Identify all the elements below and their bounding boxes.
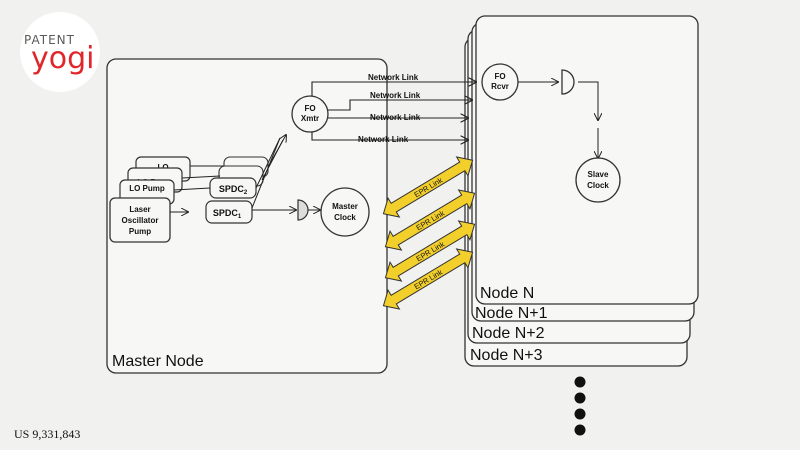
master-clock-line1: Master [332,202,358,211]
spdc-2-label: SPDC2 [219,184,248,196]
spdc-1-box [205,200,253,224]
laser-pump-line1: Laser [129,205,150,214]
laser-pump-line3: Pump [129,227,151,236]
node-n2-label: Node N+2 [472,325,545,342]
laser-pump-box [109,197,171,243]
laser-pump-line2: Oscillator [122,216,159,225]
fo-xmtr-line2: Xmtr [301,114,319,123]
network-link-label-1: Network Link [368,73,419,82]
node-n-box [475,15,699,305]
lo-pump-label-lower: LO Pump [129,184,165,193]
slave-detector-icon [561,69,575,95]
network-link-label-2: Network Link [370,91,421,100]
epr-arrow-4 [382,248,474,310]
slave-clock-line2: Clock [587,181,609,190]
lo-stack: LO LO Pump LO Pump Laser Oscillator Pump [109,156,191,243]
logo-text-yogi: yogi [31,41,95,76]
network-link-lines [311,82,476,140]
slave-clock-circle [575,157,621,203]
epr-arrow-3 [384,220,476,282]
network-link-label-3: Network Link [370,113,421,122]
master-node-label: Master Node [112,353,204,370]
network-link-label-4: Network Link [358,135,409,144]
epr-arrow-1 [382,156,474,218]
node-n1-label: Node N+1 [475,305,548,322]
node-signal-lines [518,82,598,158]
epr-arrow-2 [384,189,476,251]
fo-xmtr-circle [291,95,329,133]
slave-clock-line1: Slave [588,170,609,179]
spdc-1-label: SPDC1 [213,208,242,220]
master-detector-icon [297,199,309,221]
patentyogi-logo: PATENT yogi [6,6,116,96]
master-clock-circle [320,187,370,237]
lo-to-spdc-lines [170,165,224,212]
continuation-dots [574,376,586,436]
patent-number: US 9,331,843 [14,427,81,441]
logo-text-patent: PATENT [24,33,75,47]
master-clock-line2: Clock [334,213,356,222]
fo-rcvr-line1: FO [494,72,505,81]
node-n-label: Node N [480,285,534,302]
epr-link-1: EPR Link [382,156,474,218]
node-n3-label: Node N+3 [470,347,543,364]
fo-rcvr-line2: Rcvr [491,82,509,91]
spdc-to-fo-lines [251,135,286,209]
fo-xmtr-line1: FO [304,104,315,113]
logo-circle [20,12,100,92]
